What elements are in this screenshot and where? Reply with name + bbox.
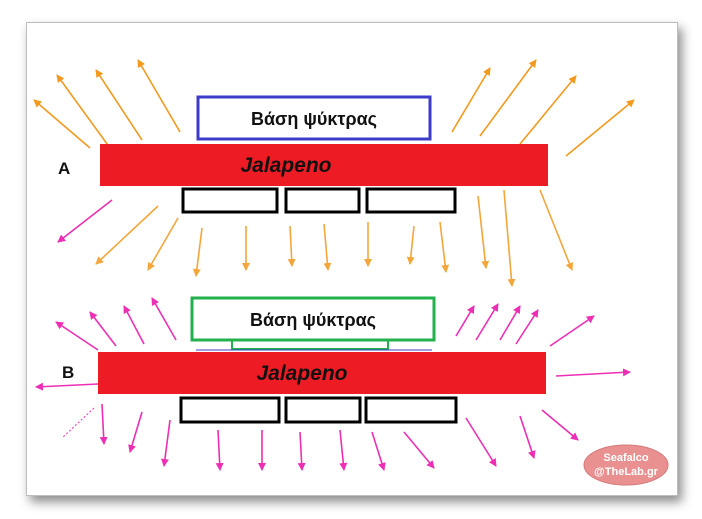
- arrow: [95, 205, 159, 265]
- panel-label-b: B: [62, 363, 74, 382]
- arrow: [55, 321, 99, 351]
- chip-label-b: Jalapeno: [256, 362, 347, 385]
- arrow: [323, 223, 332, 271]
- jalapeno-chip-a: [100, 144, 548, 186]
- memory-block: [179, 396, 281, 424]
- arrow: [192, 227, 203, 277]
- arrow: [99, 403, 108, 445]
- panel-a: Βάση ψύκτρας Jalapeno A: [33, 59, 635, 287]
- arrow: [123, 305, 145, 345]
- arrow: [519, 75, 577, 145]
- panel-a-arrows-lower: [95, 189, 574, 287]
- arrow: [519, 415, 536, 459]
- chip-label-a: Jalapeno: [240, 154, 331, 177]
- panel-a-arrows-upper: [33, 59, 635, 157]
- panel-b: Βάση ψύκτρας Jalapeno B: [35, 296, 631, 471]
- memory-block: [181, 187, 279, 214]
- arrow: [215, 429, 224, 471]
- panel-label-a: A: [58, 159, 70, 178]
- arrow: [503, 189, 516, 287]
- arrow: [403, 431, 435, 469]
- watermark-badge: Seafalco @TheLab.gr: [583, 444, 669, 486]
- heatsink-base-a: [196, 95, 432, 141]
- arrow: [541, 409, 579, 441]
- arrow: [33, 99, 91, 149]
- arrow: [475, 303, 499, 341]
- arrow: [147, 217, 179, 271]
- arrow: [465, 417, 497, 467]
- arrow: [439, 221, 450, 273]
- memory-block: [365, 187, 457, 214]
- arrow: [339, 429, 348, 471]
- watermark-ellipse: [583, 444, 669, 486]
- arrow: [406, 225, 415, 265]
- watermark-line1: Seafalco: [603, 452, 649, 464]
- heatsink-base-label-a: Βάση ψύκτρας: [251, 109, 377, 129]
- heatsink-base-b: [190, 296, 436, 342]
- arrow: [57, 199, 113, 243]
- arrow: [555, 368, 631, 377]
- jalapeno-chip-b: [98, 352, 546, 394]
- arrow: [151, 297, 177, 341]
- panel-b-arrows-upper: [35, 297, 631, 391]
- arrow: [455, 305, 475, 337]
- arrow: [128, 411, 143, 453]
- arrow: [160, 419, 171, 467]
- arrow: [95, 69, 143, 141]
- memory-block: [364, 396, 458, 424]
- arrow: [499, 305, 521, 341]
- arrow: [477, 195, 490, 269]
- arrow: [89, 311, 117, 347]
- arrow: [287, 225, 296, 267]
- dotted-line: [61, 407, 95, 439]
- heatsink-base-label-b: Βάση ψύκτρας: [250, 310, 376, 330]
- arrow: [56, 74, 111, 149]
- arrow: [549, 315, 595, 347]
- panel-b-arrows-lower: [99, 403, 579, 471]
- arrow: [371, 431, 386, 471]
- memory-block: [284, 187, 361, 214]
- memory-block: [284, 396, 362, 424]
- arrow: [539, 189, 574, 271]
- arrow: [35, 382, 99, 391]
- arrow: [297, 431, 306, 471]
- arrow: [515, 309, 539, 345]
- arrow: [565, 99, 635, 157]
- arrow: [479, 59, 537, 137]
- arrow: [137, 59, 181, 133]
- arrow: [451, 67, 491, 133]
- watermark-line2: @TheLab.gr: [594, 466, 659, 478]
